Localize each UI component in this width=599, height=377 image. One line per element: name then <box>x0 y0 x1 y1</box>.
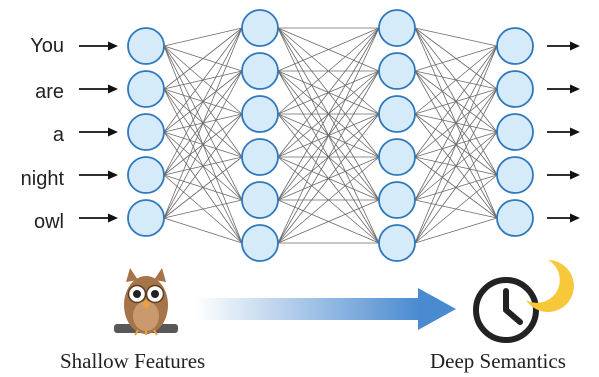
connection-line <box>277 27 380 72</box>
connection-line <box>163 27 243 90</box>
connection-line <box>414 45 498 201</box>
arrow <box>547 213 580 223</box>
connection-line <box>414 45 498 115</box>
connection-line <box>163 70 243 219</box>
network-node <box>127 70 165 108</box>
connection-line <box>277 113 380 244</box>
arrow-head <box>570 213 580 223</box>
arrow-head <box>570 127 580 137</box>
network-node <box>378 224 416 262</box>
arrow <box>79 127 118 137</box>
network-node <box>241 224 279 262</box>
owl-icon <box>114 268 178 336</box>
network-node <box>241 95 279 133</box>
network-node <box>496 27 534 65</box>
clock-moon-icon <box>473 260 574 343</box>
network-node <box>378 95 416 133</box>
connection-line <box>163 113 243 219</box>
network-node <box>241 52 279 90</box>
input-token: owl <box>33 211 64 233</box>
connection-line <box>414 131 498 244</box>
arrow <box>79 170 118 180</box>
network-node <box>496 70 534 108</box>
network-node <box>378 52 416 90</box>
arrow-head <box>108 84 118 94</box>
connection-line <box>277 156 380 244</box>
connection-line <box>277 27 380 158</box>
connection-line <box>414 45 498 244</box>
network-node <box>241 138 279 176</box>
caption-shallow-features: Shallow Features <box>60 349 206 373</box>
input-token: You <box>30 35 64 57</box>
network-node <box>127 156 165 194</box>
connection-line <box>414 27 498 47</box>
arrow <box>547 84 580 94</box>
connection-line <box>277 199 380 244</box>
arrow-head <box>108 41 118 51</box>
network-node <box>127 113 165 151</box>
network-nodes <box>127 9 534 262</box>
input-token: a <box>52 124 64 146</box>
arrow-head <box>108 213 118 223</box>
progression-arrow <box>195 288 456 330</box>
output-arrows <box>547 41 580 223</box>
arrow-head <box>108 127 118 137</box>
network-node <box>127 27 165 65</box>
arrow <box>79 41 118 51</box>
network-node <box>378 181 416 219</box>
connection-line <box>414 174 498 244</box>
network-node <box>378 138 416 176</box>
network-node <box>496 113 534 151</box>
connection-line <box>163 156 243 219</box>
connection-line <box>163 27 243 219</box>
connection-line <box>414 45 498 158</box>
arrow <box>547 170 580 180</box>
network-node <box>241 9 279 47</box>
arrow-head <box>570 41 580 51</box>
connection-lines <box>163 27 498 244</box>
network-node <box>496 156 534 194</box>
arrow <box>547 41 580 51</box>
input-arrows <box>79 41 118 223</box>
connection-line <box>163 27 243 176</box>
arrow <box>79 213 118 223</box>
arrow <box>79 84 118 94</box>
connection-line <box>414 45 498 72</box>
arrow-head <box>570 170 580 180</box>
connection-line <box>277 27 380 244</box>
network-node <box>241 181 279 219</box>
connection-line <box>277 27 380 201</box>
connection-line <box>414 88 498 244</box>
connection-line <box>277 27 380 115</box>
arrow-head <box>108 170 118 180</box>
network-node <box>378 9 416 47</box>
caption-deep-semantics: Deep Semantics <box>430 349 566 373</box>
network-node <box>496 199 534 237</box>
network-node <box>127 199 165 237</box>
connection-line <box>163 217 243 244</box>
input-token: night <box>20 168 64 190</box>
connection-line <box>163 199 243 219</box>
connection-line <box>163 27 243 47</box>
connection-line <box>277 70 380 244</box>
connection-line <box>414 217 498 244</box>
arrow <box>547 127 580 137</box>
input-token: are <box>35 81 64 103</box>
connection-line <box>163 27 243 133</box>
arrow-head <box>570 84 580 94</box>
